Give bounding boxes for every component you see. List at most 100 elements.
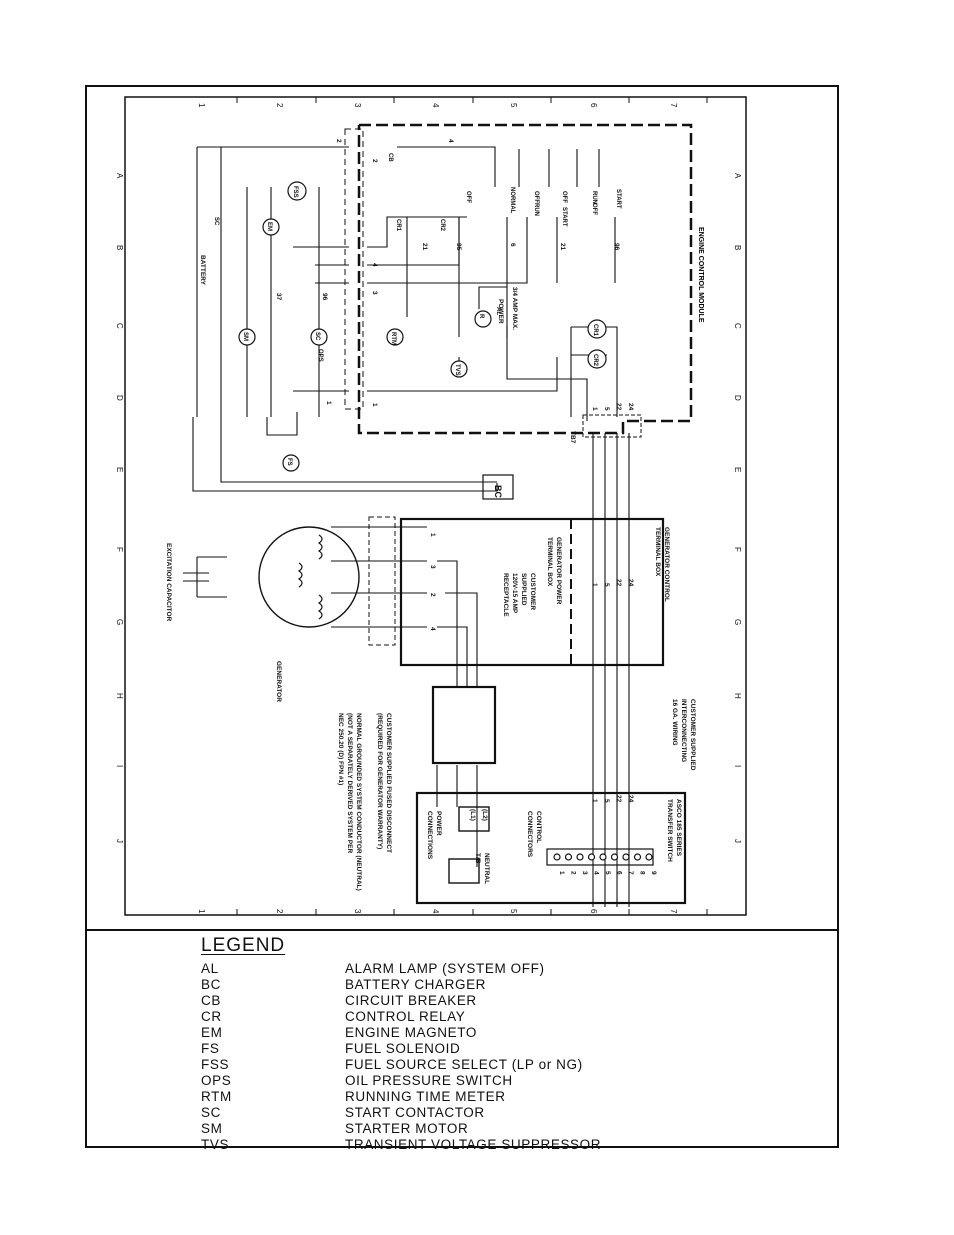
zone-letter-right: I <box>733 765 742 767</box>
transfer-switch-box <box>415 791 687 905</box>
wire-number: 2 <box>429 593 436 597</box>
wire-number: 6 <box>509 243 516 247</box>
zone-letter-left: B <box>115 245 124 250</box>
tb7-terminal <box>599 853 607 861</box>
wire-number: 96 <box>321 293 328 301</box>
zone-number-bottom: 2 <box>275 909 284 914</box>
em-symbol <box>262 218 280 236</box>
fs-symbol <box>282 454 300 472</box>
switch-label-run_b: RUN <box>591 191 597 204</box>
rtm-label: RTM <box>390 332 396 345</box>
wire-number: 4 <box>429 627 436 631</box>
zone-letter-left: C <box>115 323 124 329</box>
wire-number: 22 <box>615 795 622 803</box>
engine-control-module: ENGINE CONTROL MODULE <box>357 123 704 435</box>
sm-label: SM <box>242 332 248 341</box>
zone-number-top: 4 <box>431 103 440 108</box>
neutral-note-label: (NOT A SEPARATELY DERIVED SYSTEM PER <box>346 713 353 853</box>
generator-symbol <box>258 526 360 628</box>
legend-desc: ALARM LAMP (SYSTEM OFF) <box>345 961 545 976</box>
sc-label: SC <box>314 332 320 341</box>
legend-desc: BATTERY CHARGER <box>345 977 487 992</box>
rtm-symbol <box>386 328 404 346</box>
wire-number: 22 <box>615 579 622 587</box>
battery-label: BATTERY <box>199 255 206 286</box>
transfer-switch-label: TRANSFER SWITCH <box>666 799 673 862</box>
zone-letter-left: I <box>115 765 124 767</box>
tb7-terminal-number: 4 <box>593 871 600 875</box>
legend-item: EM ENGINE MAGNETO <box>201 1025 821 1041</box>
fused-disconnect <box>431 685 497 765</box>
legend-desc: STARTER MOTOR <box>345 1121 469 1136</box>
customer-lamp-label: SUPPLIED <box>520 573 527 606</box>
legend-abbr: OPS <box>201 1073 232 1088</box>
zone-number-bottom: 6 <box>589 909 598 914</box>
neutral-label: T/B <box>474 853 481 864</box>
tb7-terminal <box>622 853 630 861</box>
control-connectors-label: CONTROL <box>535 811 542 843</box>
zone-letter-right: A <box>733 173 742 179</box>
cr1-symbol <box>587 319 607 339</box>
zone-letter-left: J <box>115 839 124 843</box>
tb7-terminal-number: 2 <box>570 871 577 875</box>
switch-label-normal: NORMAL <box>509 187 515 214</box>
sm-symbol <box>238 328 256 346</box>
r-symbol <box>474 310 492 328</box>
zone-letter-left: E <box>115 467 124 472</box>
tb7-terminal-number: 9 <box>650 871 657 875</box>
ecm-terminal-junction <box>582 414 642 438</box>
tb7-terminal-number: 3 <box>581 871 588 875</box>
tb7-terminal-number: 7 <box>627 871 634 875</box>
tb7-terminal <box>564 853 573 861</box>
legend-desc: RUNNING TIME METER <box>345 1089 506 1104</box>
disconnect-note-label: (REQUIRED FOR GENERATOR WARRANTY) <box>376 713 383 849</box>
zone-letter-left: A <box>115 173 124 179</box>
generator-control-box-label: GENERATOR CONTROL <box>663 527 670 602</box>
legend-abbr: SM <box>201 1121 223 1136</box>
switch-label-start_a: START <box>561 207 567 227</box>
tb7-terminal <box>645 853 653 861</box>
generator-power-box-label: TERMINAL BOX <box>546 537 553 587</box>
tb7-terminal <box>576 853 584 861</box>
cr1-label: CR1 <box>592 324 598 337</box>
ecm-connector-strip <box>344 128 364 410</box>
generator-control-box-label: TERMINAL BOX <box>654 527 661 577</box>
wire-number: 5 <box>603 407 610 411</box>
excitation-capacitor-label: EXCITATION CAPACITOR <box>165 543 172 622</box>
legend-desc: CIRCUIT BREAKER <box>345 993 477 1008</box>
wire-number: 5 <box>603 583 610 587</box>
legend-abbr: AL <box>201 961 219 976</box>
ops-label: OPS <box>317 349 323 362</box>
legend-desc: TRANSIENT VOLTAGE SUPPRESSOR <box>345 1137 602 1152</box>
switch-label-start_b: START <box>615 189 621 209</box>
neutral-terminal-block <box>448 858 480 884</box>
neutral-note-label: NEC 250.20 (D) FPN #1) <box>337 713 344 785</box>
fss-symbol <box>287 181 307 201</box>
sc-symbol <box>310 328 328 346</box>
wire-number: 1 <box>591 407 598 411</box>
legend-abbr: EM <box>201 1025 223 1040</box>
legend-abbr: FSS <box>201 1057 230 1072</box>
tvs-label: TVS <box>454 364 460 376</box>
legend-item: CB CIRCUIT BREAKER <box>201 993 821 1009</box>
wire-number: 1 <box>591 583 598 587</box>
al-label: AL <box>495 307 501 315</box>
wire-number: 4 <box>371 263 378 267</box>
legend-item: SM STARTER MOTOR <box>201 1121 821 1137</box>
wire-number: 5 <box>603 799 610 803</box>
customer-lamp-label: RECEPTACLE <box>502 573 509 617</box>
legend-desc: ENGINE MAGNETO <box>345 1025 477 1040</box>
wire-number: 37 <box>275 293 282 301</box>
switch-label-off_c: OFF <box>591 203 597 215</box>
generator-label: GENERATOR <box>275 661 282 702</box>
zone-number-bottom: 3 <box>353 909 362 914</box>
zone-letter-right: E <box>733 467 742 472</box>
zone-number-top: 1 <box>197 103 206 108</box>
wire-number: 22 <box>615 403 622 411</box>
legend-abbr: CB <box>201 993 221 1008</box>
zone-letter-left: F <box>115 547 124 552</box>
